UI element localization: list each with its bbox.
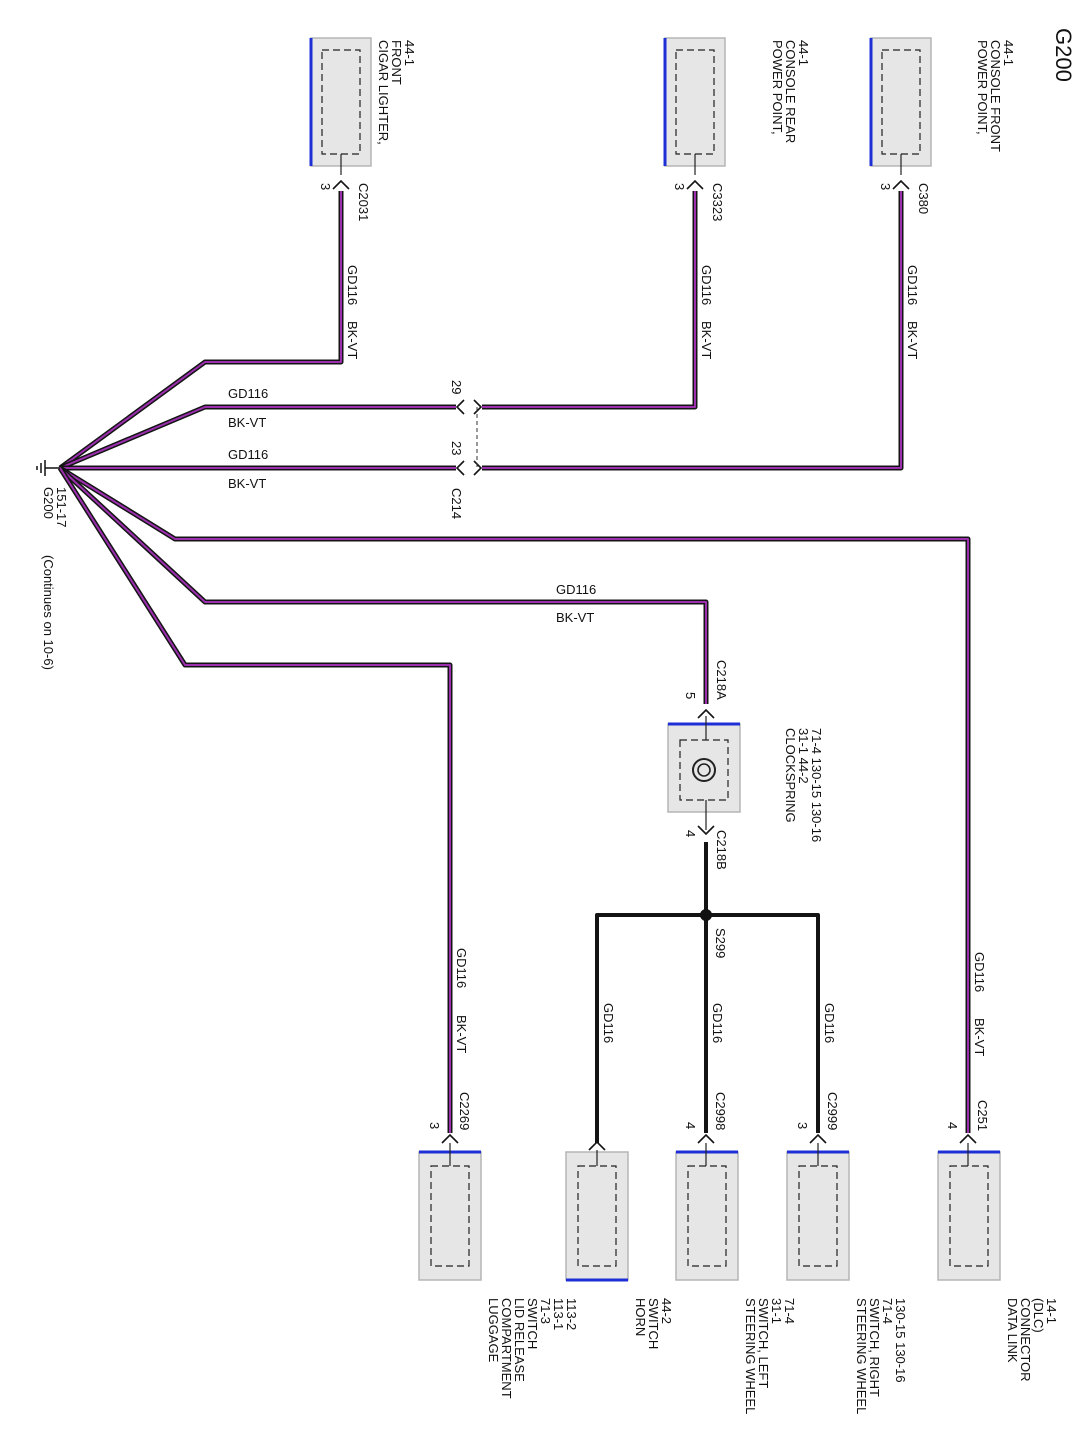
ground-g200[interactable] <box>36 460 60 476</box>
power-point-rear-label: POWER POINT, CONSOLE REAR 44-1 <box>770 40 811 147</box>
svg-text:GD116: GD116 <box>601 1003 616 1043</box>
connector-c2031[interactable]: 3 C2031 <box>318 179 371 221</box>
svg-text:GD116: GD116 <box>454 948 469 988</box>
svg-text:3: 3 <box>795 1122 810 1129</box>
svg-text:3: 3 <box>427 1122 442 1129</box>
connector-c380[interactable]: 3 C380 <box>878 179 931 214</box>
svg-text:3: 3 <box>878 183 893 190</box>
svg-text:4: 4 <box>683 830 698 837</box>
svg-text:BK-VT: BK-VT <box>556 610 594 625</box>
svg-text:GD116: GD116 <box>972 952 987 992</box>
connector-c251[interactable]: 4 C251 <box>945 1100 990 1144</box>
wire-group <box>57 191 971 1133</box>
svg-text:C2998: C2998 <box>713 1092 728 1130</box>
sw-switch-left-component[interactable] <box>675 1143 739 1281</box>
connector-c2999[interactable]: 3 C2999 <box>795 1092 840 1144</box>
connector-c2269[interactable]: 3 C2269 <box>427 1092 472 1144</box>
sw-switch-right-component[interactable] <box>786 1143 850 1281</box>
svg-text:4: 4 <box>683 1122 698 1129</box>
power-point-front-label: POWER POINT, CONSOLE FRONT 44-1 <box>975 40 1016 155</box>
wire-labels: GD116 BK-VT GD116 BK-VT GD116 BK-VT GD11… <box>345 265 987 1056</box>
cigar-lighter-label: CIGAR LIGHTER, FRONT 44-1 <box>376 40 417 148</box>
connector-c2998[interactable]: 4 C2998 <box>683 1092 728 1144</box>
svg-text:GD116: GD116 <box>228 386 268 401</box>
svg-text:3: 3 <box>318 183 333 190</box>
power-point-front-component[interactable] <box>869 37 932 175</box>
svg-text:BK-VT: BK-VT <box>228 415 266 430</box>
luggage-switch-component[interactable] <box>418 1143 482 1281</box>
svg-text:C2999: C2999 <box>825 1092 840 1130</box>
svg-text:C380: C380 <box>916 183 931 214</box>
svg-text:3: 3 <box>672 183 687 190</box>
wire-labels-horizontal: GD116 BK-VT GD116 BK-VT GD116 BK-VT <box>228 386 596 625</box>
svg-text:BK-VT: BK-VT <box>454 1015 469 1053</box>
diagram-title: G200 <box>1051 28 1076 82</box>
svg-text:C214: C214 <box>449 488 464 519</box>
horn-switch-component[interactable] <box>565 1150 629 1282</box>
svg-text:BK-VT: BK-VT <box>905 321 920 359</box>
svg-text:BK-VT: BK-VT <box>699 321 714 359</box>
connector-c218b[interactable]: 4 C218B <box>683 825 729 870</box>
dlc-component[interactable] <box>937 1143 1001 1281</box>
horn-switch-label: HORN SWITCH 44-2 <box>633 1298 674 1353</box>
svg-text:BK-VT: BK-VT <box>228 476 266 491</box>
connector-c3323[interactable]: 3 C3323 <box>672 179 725 221</box>
cigar-lighter-component[interactable] <box>309 37 372 175</box>
svg-text:23: 23 <box>449 441 464 455</box>
plain-wire-group <box>595 842 820 1143</box>
svg-text:C2031: C2031 <box>356 183 371 221</box>
svg-text:GD116: GD116 <box>905 265 920 305</box>
connector-c218a[interactable]: 5 C218A <box>683 660 729 719</box>
svg-text:5: 5 <box>683 692 698 699</box>
connector-horn[interactable] <box>588 1140 606 1151</box>
power-point-rear-component[interactable] <box>663 37 726 175</box>
clockspring-label: CLOCKSPRING 31-1 44-2 71-4 130-15 130-16 <box>783 728 824 842</box>
svg-text:GD116: GD116 <box>822 1003 837 1043</box>
connector-c214[interactable]: 29 23 C214 <box>449 380 483 519</box>
splice-s299-label: S299 <box>713 928 728 958</box>
svg-text:C251: C251 <box>975 1100 990 1131</box>
svg-text:29: 29 <box>449 380 464 394</box>
svg-text:C218A: C218A <box>714 660 729 700</box>
svg-text:C2269: C2269 <box>457 1092 472 1130</box>
dlc-label: DATA LINK CONNECTOR (DLC) 14-1 <box>1005 1298 1059 1385</box>
svg-text:GD116: GD116 <box>699 265 714 305</box>
splice-s299-dot[interactable] <box>700 909 712 921</box>
svg-text:GD116: GD116 <box>710 1003 725 1043</box>
svg-text:GD116: GD116 <box>228 447 268 462</box>
luggage-switch-label: LUGGAGE COMPARTMENT LID RELEASE SWITCH 7… <box>486 1298 579 1402</box>
sw-switch-left-label: STEERING WHEEL SWITCH, LEFT 31-1 71-4 <box>743 1298 797 1417</box>
clockspring-component[interactable] <box>667 716 741 830</box>
ground-label: G200 151-17 <box>41 487 69 527</box>
svg-text:GD116: GD116 <box>556 582 596 597</box>
sw-switch-right-label: STEERING WHEEL SWITCH, RIGHT 71-4 130-15… <box>854 1298 908 1417</box>
svg-text:BK-VT: BK-VT <box>345 321 360 359</box>
svg-text:C3323: C3323 <box>710 183 725 221</box>
ground-continues-note: (Continues on 10-6) <box>41 555 56 670</box>
svg-text:BK-VT: BK-VT <box>972 1018 987 1056</box>
svg-text:GD116: GD116 <box>345 265 360 305</box>
svg-text:4: 4 <box>945 1122 960 1129</box>
svg-text:C218B: C218B <box>714 830 729 870</box>
